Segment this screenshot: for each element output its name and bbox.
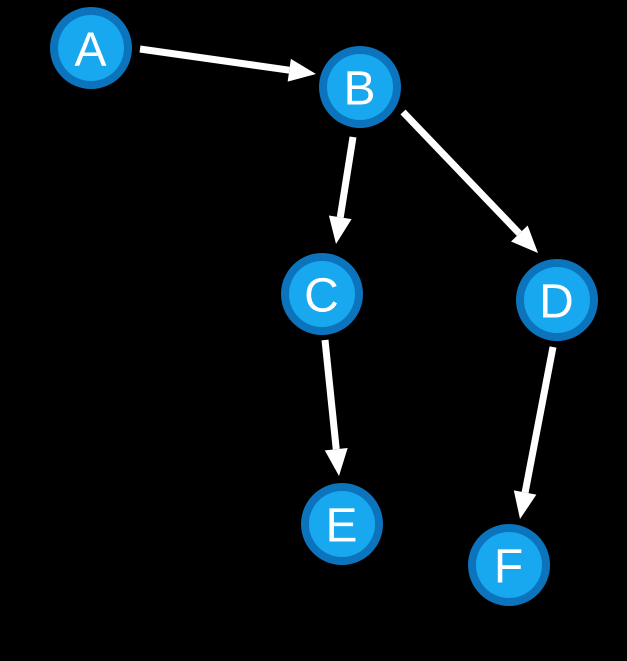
node-circle-F xyxy=(476,532,542,598)
node-label-D: D xyxy=(539,275,575,328)
edge-A-B xyxy=(139,45,316,82)
edge-line-B-C xyxy=(336,136,357,218)
node-E: E xyxy=(301,483,383,565)
node-circle-D xyxy=(524,267,590,333)
arrowhead-icon xyxy=(328,215,352,244)
node-label-E: E xyxy=(325,499,358,552)
node-B: B xyxy=(319,46,401,128)
node-C: C xyxy=(281,253,363,335)
node-circle-E xyxy=(309,491,375,557)
edge-line-D-F xyxy=(521,346,557,494)
node-D: D xyxy=(516,259,598,341)
node-circle-C xyxy=(289,261,355,327)
node-A: A xyxy=(50,7,132,89)
node-circle-B xyxy=(327,54,393,120)
edge-line-C-E xyxy=(321,339,340,450)
edge-line-B-D xyxy=(400,109,522,236)
node-circle-A xyxy=(58,15,124,81)
edge-B-D xyxy=(400,109,538,253)
arrowhead-icon xyxy=(513,490,537,519)
node-label-A: A xyxy=(74,23,107,76)
edge-C-E xyxy=(321,339,348,476)
edge-line-A-B xyxy=(139,45,290,74)
node-label-F: F xyxy=(494,540,524,593)
node-label-C: C xyxy=(304,269,340,322)
edge-D-F xyxy=(513,346,557,519)
edge-B-C xyxy=(328,136,357,244)
node-label-B: B xyxy=(343,62,376,115)
node-F: F xyxy=(468,524,550,606)
arrowhead-icon xyxy=(324,447,348,476)
arrowhead-icon xyxy=(287,58,316,82)
arrowhead-icon xyxy=(511,225,538,253)
